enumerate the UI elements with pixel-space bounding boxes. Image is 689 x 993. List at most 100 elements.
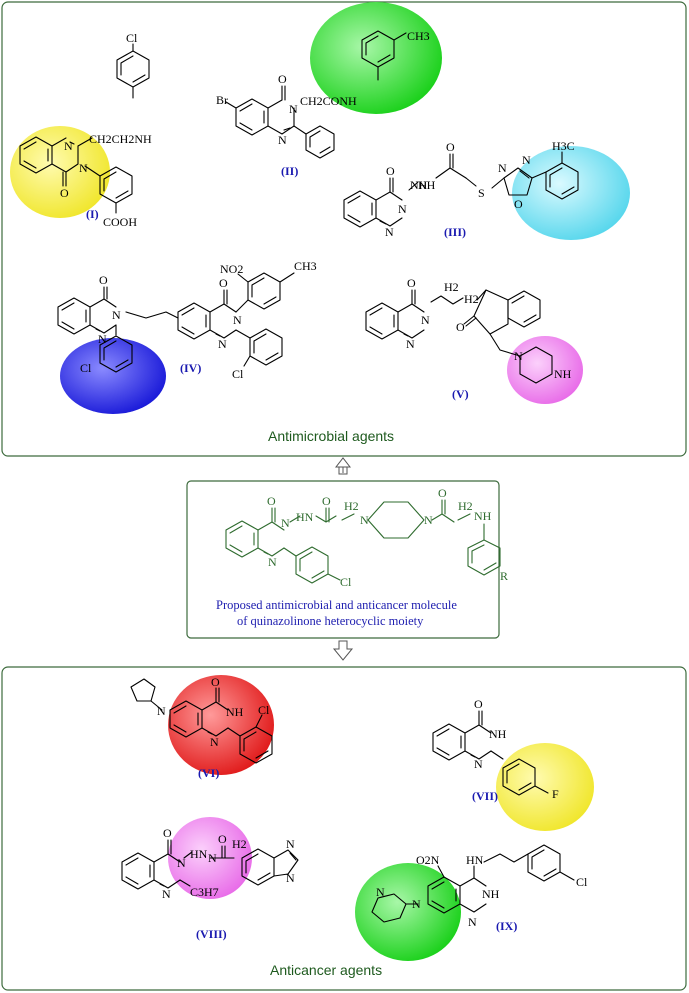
antimicrobial-label: Antimicrobial agents bbox=[268, 428, 394, 444]
highlight-magenta-top bbox=[507, 336, 583, 404]
compound-id-VIII: (VIII) bbox=[196, 927, 227, 941]
atom-HN: HN bbox=[190, 847, 208, 861]
atom-NH: NH bbox=[474, 509, 492, 523]
atom-N: N bbox=[286, 837, 295, 851]
atom-N: N bbox=[474, 757, 483, 771]
atom-N: N bbox=[406, 337, 415, 351]
compound-I bbox=[19, 43, 150, 214]
methyl-label: CH3 bbox=[294, 259, 317, 273]
arrow-down-icon bbox=[332, 640, 354, 661]
highlight-red bbox=[168, 675, 274, 775]
atom-N: N bbox=[162, 887, 171, 901]
atom-N: N bbox=[360, 513, 369, 527]
atom-S: S bbox=[478, 186, 485, 200]
h3c-label: H3C bbox=[552, 139, 575, 153]
atom-N: N bbox=[64, 139, 73, 153]
atom-N: N bbox=[289, 102, 298, 116]
atom-N: N bbox=[514, 349, 523, 363]
compound-IX bbox=[371, 844, 575, 923]
atom-N: N bbox=[286, 871, 295, 885]
atom-Cl: Cl bbox=[258, 703, 270, 717]
anticancer-panel bbox=[1, 666, 687, 991]
atom-O: O bbox=[386, 164, 395, 178]
atom-O: O bbox=[438, 486, 447, 500]
highlight-yellow-bottom bbox=[496, 743, 594, 831]
highlight-green-top bbox=[310, 2, 442, 114]
atom-O: O bbox=[163, 826, 172, 840]
atom-NH: H2 bbox=[464, 292, 479, 306]
atom-NH: NH bbox=[482, 887, 500, 901]
compound-V bbox=[365, 289, 553, 384]
atom-N: N bbox=[424, 513, 433, 527]
hydrazide-NH: NH bbox=[410, 178, 428, 192]
atom-N: N bbox=[412, 897, 421, 911]
atom-N: N bbox=[522, 153, 531, 167]
atom-O: O bbox=[211, 675, 220, 689]
atom-N: N bbox=[233, 313, 242, 327]
atom-N: N bbox=[210, 735, 219, 749]
atom-O: O bbox=[474, 697, 483, 711]
atom-Cl-blue: Cl bbox=[80, 361, 92, 375]
atom-F: F bbox=[552, 787, 559, 801]
compound-III bbox=[343, 151, 579, 228]
h2-label: H2 bbox=[344, 499, 359, 513]
proposed-molecule bbox=[225, 499, 501, 584]
cooh-label: COOH bbox=[103, 215, 137, 229]
compound-id-V: (V) bbox=[452, 387, 469, 401]
atom-N: N bbox=[281, 516, 290, 530]
h2-label: H2 bbox=[232, 837, 247, 851]
compound-id-III: (III) bbox=[444, 225, 466, 239]
atom-Cl: Cl bbox=[576, 875, 588, 889]
hydrazide-H: HN bbox=[296, 510, 314, 524]
atom-N: N bbox=[498, 161, 507, 175]
atom-O: O bbox=[456, 320, 465, 334]
atom-Cl: Cl bbox=[232, 367, 244, 381]
atom-N: N bbox=[268, 555, 277, 569]
atom-O: O bbox=[407, 276, 416, 290]
atom-N: N bbox=[112, 308, 121, 322]
atom-N: N bbox=[98, 332, 107, 346]
nitro-label: NO2 bbox=[220, 262, 243, 276]
atom-Cl: Cl bbox=[340, 575, 352, 589]
h2-label: H2 bbox=[458, 499, 473, 513]
h2-label: H2 bbox=[444, 280, 459, 294]
atom-Cl: Cl bbox=[126, 31, 138, 45]
atom-O: O bbox=[267, 494, 276, 508]
atom-O: O bbox=[514, 197, 523, 211]
atom-N: N bbox=[468, 915, 477, 929]
atom-O: O bbox=[99, 273, 108, 287]
proposed-caption-line1: Proposed antimicrobial and anticancer mo… bbox=[216, 598, 457, 612]
methyl-label: CH3 bbox=[407, 29, 430, 43]
atom-NH: NH bbox=[489, 727, 507, 741]
compound-IV bbox=[57, 272, 295, 373]
atom-N: N bbox=[177, 856, 186, 870]
atom-Br: Br bbox=[216, 93, 228, 107]
compound-id-VI: (VI) bbox=[198, 766, 219, 780]
atom-O: O bbox=[218, 832, 227, 846]
atom-O: O bbox=[219, 276, 228, 290]
atom-N: N bbox=[278, 133, 287, 147]
highlight-blue bbox=[60, 338, 166, 414]
atom-N: N bbox=[385, 225, 394, 239]
atom-N: N bbox=[421, 313, 430, 327]
hydrazide-NH2: NH bbox=[418, 178, 436, 192]
atom-N: N bbox=[398, 202, 407, 216]
proposed-caption-line2: of quinazolinone heterocyclic moiety bbox=[237, 614, 424, 628]
anticancer-label: Anticancer agents bbox=[270, 962, 382, 978]
chain-label: CH2CH2NH bbox=[89, 132, 152, 146]
compound-id-II: (II) bbox=[281, 164, 298, 178]
compound-id-I: (I) bbox=[86, 207, 99, 221]
atom-HN: HN bbox=[466, 853, 484, 867]
arrow-up-icon bbox=[334, 457, 352, 475]
atom-O: O bbox=[60, 186, 69, 200]
nitro-label: O2N bbox=[416, 853, 440, 867]
atom-NH: NH bbox=[226, 705, 244, 719]
atom-O: O bbox=[322, 494, 331, 508]
amide-chain-label: CH2CONH bbox=[300, 94, 357, 108]
atom-NH: NH bbox=[554, 367, 572, 381]
compound-VII bbox=[432, 710, 549, 796]
compound-II bbox=[225, 30, 407, 159]
atom-N: N bbox=[218, 337, 227, 351]
atom-N: N bbox=[157, 704, 166, 718]
